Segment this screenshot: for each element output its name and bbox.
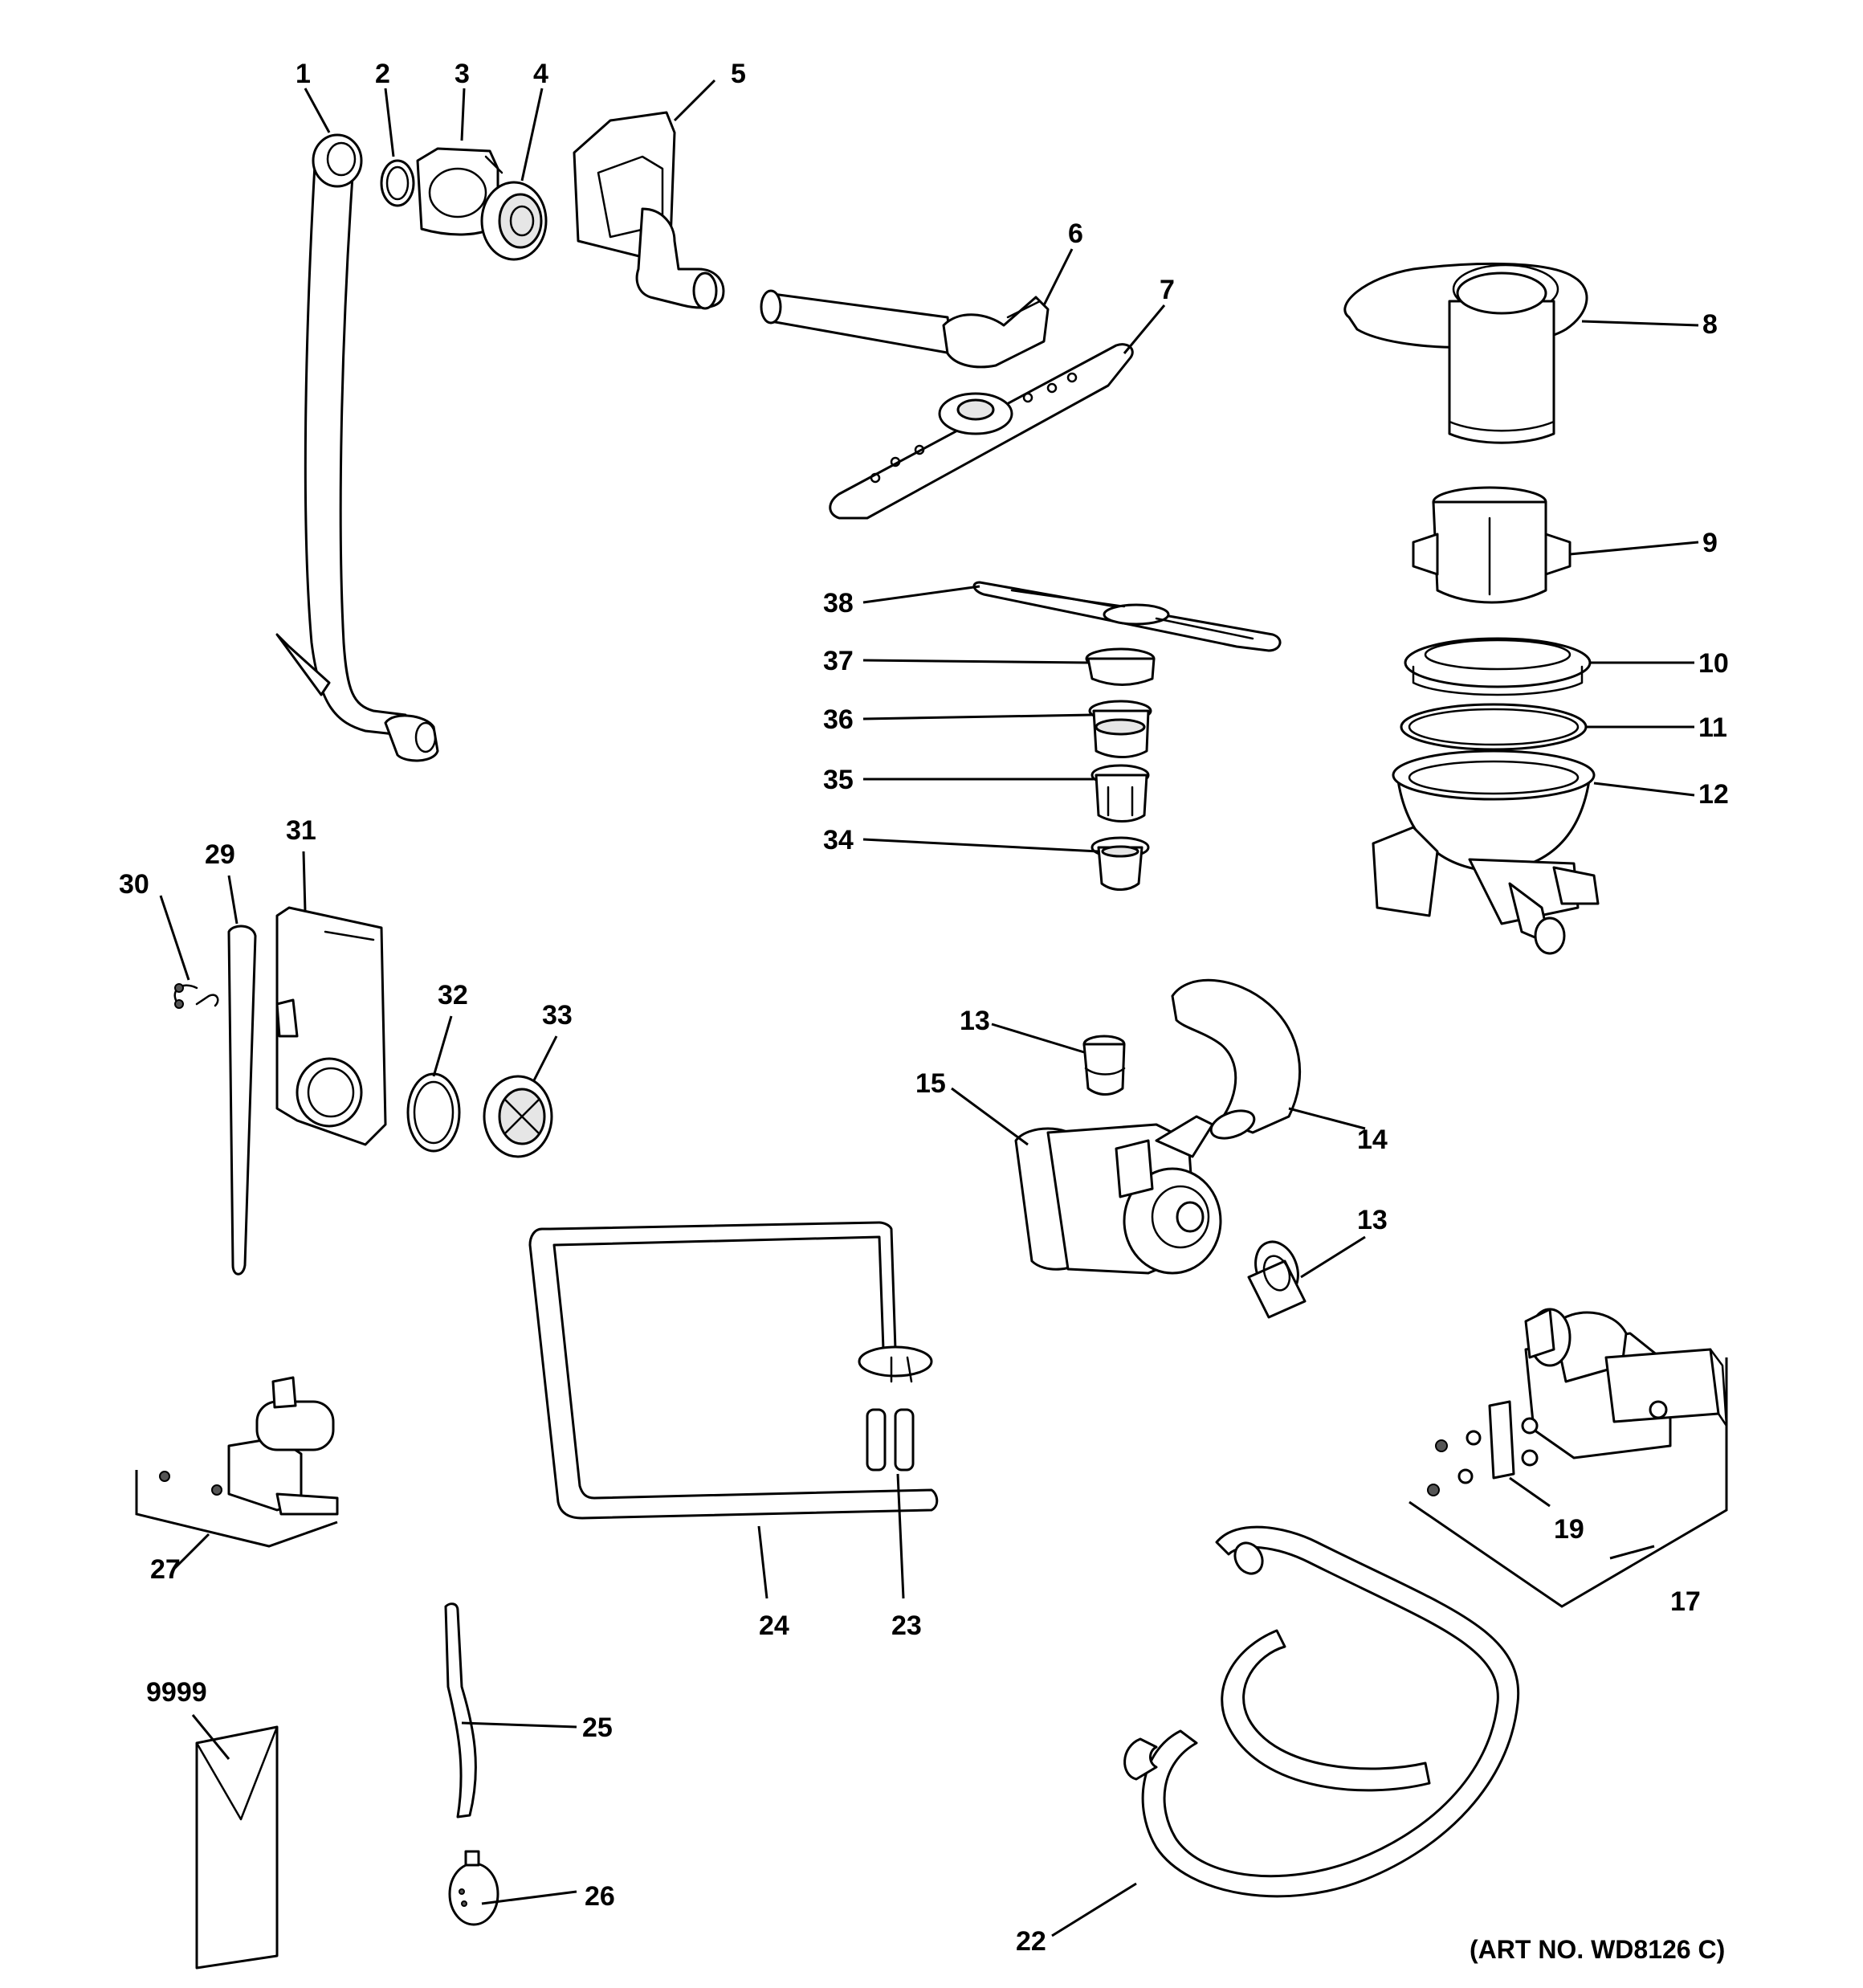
part-5-manifold[interactable] bbox=[573, 111, 725, 310]
callout-38: 38 bbox=[823, 588, 854, 618]
part-26-thermostat[interactable] bbox=[448, 1850, 499, 1926]
part-35-conduit-part[interactable] bbox=[1090, 764, 1150, 823]
part-13-coupling-upper[interactable] bbox=[1082, 1035, 1126, 1096]
callout-30: 30 bbox=[119, 869, 149, 900]
callout-23: 23 bbox=[891, 1610, 922, 1641]
callout-9: 9 bbox=[1702, 528, 1718, 558]
art-number: (ART NO. WD8126 C) bbox=[1470, 1935, 1725, 1964]
part-30-clamp[interactable] bbox=[173, 983, 219, 1009]
callout-10: 10 bbox=[1698, 648, 1729, 679]
callout-33: 33 bbox=[542, 1000, 573, 1031]
callout-37: 37 bbox=[823, 646, 854, 676]
part-23-sleeves[interactable] bbox=[866, 1408, 915, 1472]
callout-26: 26 bbox=[585, 1881, 615, 1912]
part-24-heater-element[interactable] bbox=[528, 1221, 939, 1520]
callout-6: 6 bbox=[1068, 218, 1083, 249]
part-3-bracket[interactable] bbox=[416, 147, 503, 236]
callout-36: 36 bbox=[823, 704, 854, 735]
part-14-hose-elbow[interactable] bbox=[1171, 978, 1302, 1143]
part-37-nut[interactable] bbox=[1085, 647, 1156, 686]
callout-19: 19 bbox=[1554, 1514, 1584, 1545]
callout-13-lower: 13 bbox=[1357, 1205, 1388, 1235]
leader-lines bbox=[135, 79, 1728, 1937]
part-17-drain-pump[interactable] bbox=[1524, 1308, 1728, 1459]
part-38-mid-spray-arm[interactable] bbox=[972, 581, 1282, 652]
part-6-upper-conduit[interactable] bbox=[760, 289, 1050, 369]
part-13-coupling-lower[interactable] bbox=[1247, 1236, 1307, 1319]
callout-25: 25 bbox=[582, 1712, 613, 1743]
callout-15: 15 bbox=[915, 1068, 946, 1099]
part-9-filter[interactable] bbox=[1412, 486, 1572, 604]
callout-12: 12 bbox=[1698, 779, 1729, 810]
part-15-pump[interactable] bbox=[1014, 1115, 1222, 1275]
part-10-retainer-ring[interactable] bbox=[1404, 637, 1592, 696]
part-32-o-ring[interactable] bbox=[406, 1072, 461, 1153]
part-25-tube[interactable] bbox=[444, 1602, 477, 1819]
callout-9999: 9999 bbox=[146, 1677, 207, 1708]
callout-3: 3 bbox=[455, 59, 470, 89]
part-29-hose[interactable] bbox=[227, 925, 257, 1276]
part-9999-literature[interactable] bbox=[195, 1725, 279, 1970]
part-8-sump-cover[interactable] bbox=[1343, 262, 1588, 444]
callout-7: 7 bbox=[1160, 275, 1175, 305]
callout-1: 1 bbox=[296, 59, 311, 89]
callout-22: 22 bbox=[1016, 1926, 1046, 1957]
part-36-conduit-part[interactable] bbox=[1088, 700, 1152, 758]
callout-17: 17 bbox=[1670, 1586, 1701, 1617]
callout-14: 14 bbox=[1357, 1125, 1388, 1155]
part-31-vent[interactable] bbox=[275, 906, 387, 1146]
callout-2: 2 bbox=[375, 59, 390, 89]
part-27-valve[interactable] bbox=[159, 1376, 339, 1516]
callout-5: 5 bbox=[731, 59, 746, 89]
callout-31: 31 bbox=[286, 815, 316, 846]
part-34-conduit-part[interactable] bbox=[1090, 836, 1150, 891]
callout-11: 11 bbox=[1698, 712, 1727, 743]
part-22-drain-hose[interactable] bbox=[1123, 1525, 1520, 1898]
callout-29: 29 bbox=[205, 839, 235, 870]
callout-34: 34 bbox=[823, 825, 854, 855]
callout-27: 27 bbox=[150, 1554, 181, 1585]
part-2-o-ring[interactable] bbox=[380, 159, 415, 207]
part-7-lower-spray-arm[interactable] bbox=[829, 343, 1134, 520]
part-4-nut[interactable] bbox=[480, 181, 548, 261]
callout-8: 8 bbox=[1702, 309, 1718, 340]
part-11-gasket[interactable] bbox=[1400, 703, 1588, 751]
callout-32: 32 bbox=[438, 980, 468, 1010]
callout-35: 35 bbox=[823, 765, 854, 795]
part-33-cap[interactable] bbox=[483, 1075, 553, 1158]
part-1-supply-tube[interactable] bbox=[275, 133, 439, 762]
part-19-bracket-hardware[interactable] bbox=[1427, 1400, 1539, 1496]
callout-4: 4 bbox=[533, 59, 548, 89]
part-12-sump[interactable] bbox=[1372, 749, 1600, 955]
callout-24: 24 bbox=[759, 1610, 789, 1641]
callout-labels: 1 2 3 4 5 6 7 8 9 10 11 12 38 37 36 35 3… bbox=[119, 59, 1729, 1964]
callout-13-upper: 13 bbox=[960, 1006, 990, 1036]
